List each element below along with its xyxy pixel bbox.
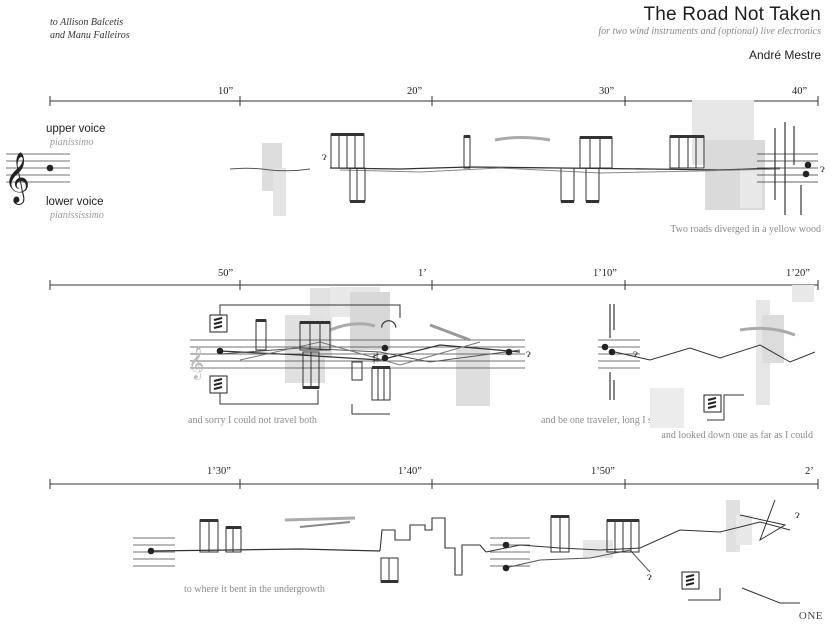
time-mark: 40” <box>792 86 808 97</box>
piece-title: The Road Not Taken <box>643 4 821 25</box>
staff-lines <box>133 537 175 567</box>
electronics-block <box>762 315 784 363</box>
time-mark: 2’ <box>805 466 814 477</box>
breath-gesture <box>284 516 356 522</box>
breath-mark-icon: ɂ <box>633 346 638 360</box>
time-mark: 10” <box>218 86 234 97</box>
electronics-trigger-icon <box>703 394 722 413</box>
bar-caps <box>200 515 639 583</box>
piece-subtitle: for two wind instruments and (optional) … <box>598 26 821 37</box>
electronics-block <box>650 388 684 428</box>
time-mark: 50” <box>218 268 234 279</box>
time-mark: 1’30” <box>207 466 231 477</box>
upper-voice-dynamic: pianissimo <box>50 137 94 148</box>
timeline-ruler-2 <box>49 280 819 290</box>
breath-gesture <box>329 322 376 332</box>
note-head <box>608 348 616 356</box>
breath-mark-icon: ɂ <box>820 161 825 175</box>
page-label: ONE <box>798 610 823 622</box>
breath-gesture <box>494 136 551 142</box>
pitch-line <box>614 344 816 363</box>
composer-name: André Mestre <box>748 48 821 62</box>
pitch-line <box>739 499 787 542</box>
note-head <box>147 547 155 555</box>
bar-caps <box>350 200 599 203</box>
lyric-line: to where it bent in the undergrowth <box>184 584 325 595</box>
time-mark: 30” <box>599 86 615 97</box>
electronics-trigger-icon <box>209 314 228 333</box>
tremolo-bars <box>199 515 640 583</box>
lyric-line: and be one traveler, long I stood <box>541 415 670 426</box>
pitch-line <box>504 549 651 573</box>
breath-gesture <box>739 326 796 337</box>
sharp-icon: ♯ <box>372 351 380 366</box>
breath-mark-icon: ɂ <box>526 346 531 360</box>
time-mark: 1’ <box>418 268 427 279</box>
staff-lines <box>490 537 530 567</box>
electronics-block <box>273 168 286 216</box>
tremolo-bars-upper <box>330 133 705 169</box>
tremolo-bars-lower <box>349 167 600 202</box>
note-head <box>802 170 810 178</box>
time-mark: 1’20” <box>786 268 810 279</box>
note-head <box>216 347 224 355</box>
pitch-line <box>485 521 791 553</box>
dedication: to Allison Balcetis and Manu Falleiros <box>50 16 130 42</box>
lyric-line: and sorry I could not travel both <box>188 415 317 426</box>
electronics-block <box>583 540 613 558</box>
time-mark: 1’10” <box>593 268 617 279</box>
system-3: ɂ ɂ <box>133 499 800 604</box>
pitch-line <box>219 344 521 361</box>
timeline-ruler-1 <box>49 96 819 106</box>
note-head <box>601 343 609 351</box>
breath-gesture <box>429 323 471 342</box>
dedication-line-1: to Allison Balcetis <box>50 17 124 28</box>
breath-mark-icon: ɂ <box>795 507 800 521</box>
system-1: 𝄞 <box>4 100 825 216</box>
note-head <box>804 161 812 169</box>
pitch-line <box>229 167 311 172</box>
time-mark: 1’40” <box>398 466 422 477</box>
bar-caps <box>331 133 704 139</box>
pitch-line <box>239 341 481 366</box>
electronics-block <box>792 285 814 302</box>
breath-mark-icon: ɂ <box>647 569 652 583</box>
pitch-line <box>149 548 381 552</box>
pitch-line <box>339 167 781 174</box>
electronics-trigger-icon <box>681 571 700 590</box>
time-mark: 20” <box>407 86 423 97</box>
upper-voice-label: upper voice <box>46 123 106 135</box>
melody-contour <box>379 517 487 576</box>
system-2: 𝄞 ♯ ◠ ɂ <box>188 285 816 428</box>
lyric-line: and looked down one as far as I could <box>661 430 813 441</box>
electronics-block <box>740 168 762 208</box>
timeline-ruler-3 <box>49 479 819 489</box>
stems <box>609 304 615 400</box>
note-head <box>505 348 513 356</box>
note-head <box>381 354 389 362</box>
stems <box>774 122 802 215</box>
note-head <box>381 344 389 352</box>
fermata-icon: ◠ <box>380 316 397 338</box>
lyric-line: Two roads diverged in a yellow wood <box>670 224 821 235</box>
note-head <box>502 541 510 549</box>
lower-voice-label: lower voice <box>46 196 104 208</box>
treble-clef-icon: 𝄞 <box>4 152 30 205</box>
breath-mark-icon: ɂ <box>322 149 327 163</box>
electronics-cue <box>688 587 800 604</box>
lower-voice-dynamic: pianississimo <box>50 210 104 221</box>
time-mark: 1’50” <box>591 466 615 477</box>
electronics-trigger-icon <box>209 375 228 394</box>
breath-gesture <box>299 521 351 528</box>
treble-clef-icon: 𝄞 <box>188 346 205 380</box>
electronics-block <box>736 515 752 545</box>
staff-lines <box>6 153 70 183</box>
bar-caps <box>256 319 390 389</box>
pitch-line <box>219 347 521 363</box>
note-head <box>502 564 510 572</box>
dedication-line-2: and Manu Falleiros <box>50 30 130 41</box>
electronics-cue <box>219 304 744 421</box>
note-head <box>46 164 54 172</box>
